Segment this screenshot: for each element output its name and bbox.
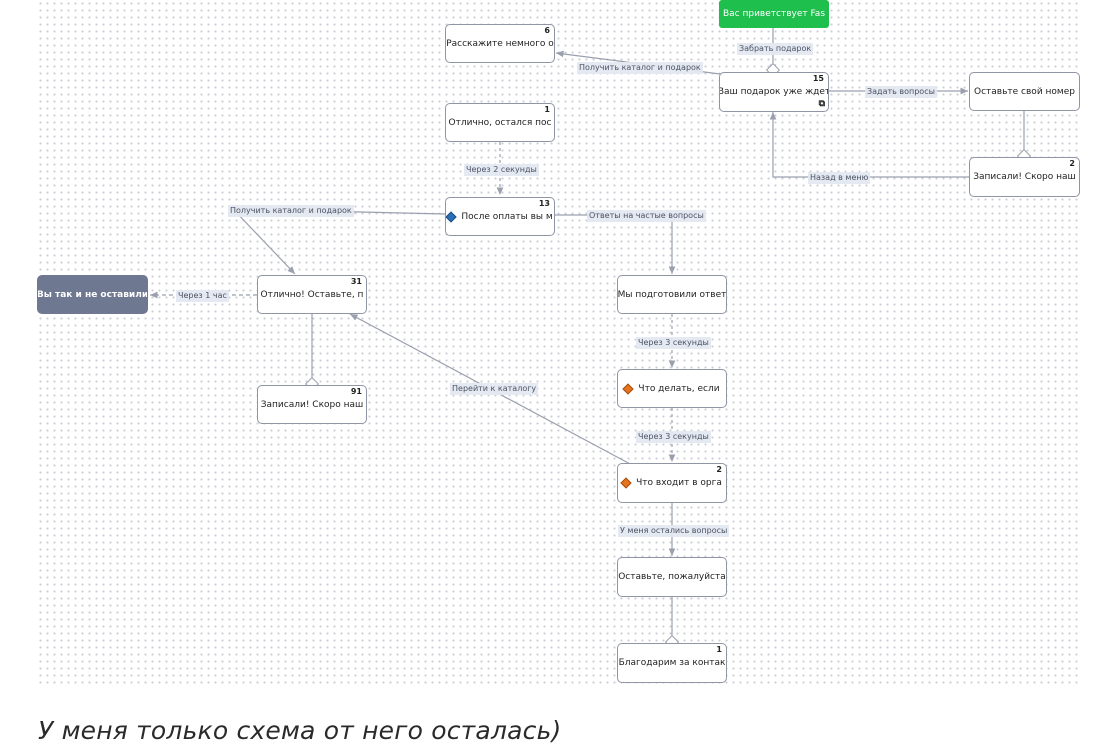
- node-thanks-contact[interactable]: 1 Благодарим за контак: [617, 643, 727, 683]
- edge-label-after-3-sec-b: Через 3 секунды: [636, 431, 711, 443]
- node-leave-please[interactable]: Оставьте, пожалуйста: [617, 557, 727, 597]
- blue-diamond-icon: [446, 210, 458, 223]
- node-gift-waiting[interactable]: 15 Ваш подарок уже ждет ⧉: [719, 72, 829, 112]
- edge-label-ask-questions: Задать вопросы: [865, 86, 937, 98]
- node-badge: 2: [716, 465, 722, 474]
- edge-recorded-gift: [769, 112, 970, 178]
- node-badge: 13: [538, 199, 550, 208]
- node-tell-more[interactable]: 6 Расскажите немного о: [445, 24, 555, 63]
- node-great-leave[interactable]: 31 Отлично! Оставьте, п: [257, 275, 367, 314]
- node-text: Вас приветствует Fas: [722, 9, 826, 19]
- edge-label-take-gift: Забрать подарок: [737, 43, 814, 55]
- edge-afterpayment-greatleave: [231, 208, 446, 275]
- node-after-payment[interactable]: 13 После оплаты вы м: [445, 197, 555, 236]
- node-leave-number[interactable]: Оставьте свой номер: [969, 72, 1080, 111]
- node-text: Записали! Скоро наш: [260, 399, 364, 410]
- edge-label-have-questions: У меня остались вопросы: [618, 525, 730, 537]
- node-text: Отлично! Оставьте, п: [260, 289, 364, 300]
- node-text: Мы подготовили ответ: [617, 289, 727, 300]
- node-badge: 91: [350, 387, 362, 396]
- node-what-to-do[interactable]: Что делать, если: [617, 369, 727, 408]
- node-never-left[interactable]: Вы так и не оставили: [37, 275, 148, 314]
- node-badge: 31: [350, 277, 362, 286]
- node-text: После оплаты вы м: [461, 211, 553, 222]
- node-recorded-right[interactable]: 2 Записали! Скоро наш: [969, 157, 1080, 197]
- orange-diamond-icon: [620, 477, 632, 489]
- node-badge: 1: [544, 105, 550, 114]
- node-whats-included[interactable]: 2 Что входит в орга: [617, 463, 727, 503]
- edge-label-get-catalog-left: Получить каталог и подарок: [228, 205, 354, 217]
- node-text: Что делать, если: [638, 383, 720, 394]
- edge-afterpayment-prepared: [555, 214, 676, 274]
- edge-label-back-to-menu: Назад в меню: [808, 172, 871, 184]
- edge-label-faq: Ответы на частые вопросы: [587, 210, 706, 222]
- orange-diamond-icon: [622, 382, 635, 395]
- caption: У меня только схема от него осталась): [38, 716, 562, 745]
- edge-label-after-2-sec: Через 2 секунды: [464, 164, 539, 176]
- edge-label-after-1-hour: Через 1 час: [176, 290, 229, 302]
- node-text: Ваш подарок уже ждет: [719, 87, 829, 97]
- node-text: Оставьте свой номер: [974, 86, 1075, 97]
- flow-canvas[interactable]: [37, 0, 1080, 686]
- node-text: Отлично, остался пос: [448, 117, 552, 128]
- node-welcome[interactable]: Вас приветствует Fas: [719, 0, 829, 28]
- edge-label-get-catalog-top: Получить каталог и подарок: [577, 62, 703, 74]
- node-great-left[interactable]: 1 Отлично, остался пос: [445, 103, 555, 142]
- node-text: Оставьте, пожалуйста: [618, 572, 726, 582]
- node-prepared-answer[interactable]: Мы подготовили ответ: [617, 275, 727, 314]
- node-badge: 15: [812, 74, 824, 83]
- node-badge: 1: [716, 645, 722, 654]
- node-text: Благодарим за контак: [618, 658, 726, 668]
- node-text: Расскажите немного о: [446, 38, 554, 49]
- node-badge: 2: [1069, 159, 1075, 168]
- edge-label-to-catalog: Перейти к каталогу: [450, 383, 539, 395]
- node-recorded-left[interactable]: 91 Записали! Скоро наш: [257, 385, 367, 424]
- edge-label-after-3-sec-a: Через 3 секунды: [636, 337, 711, 349]
- node-text: Записали! Скоро наш: [973, 172, 1076, 182]
- external-link-icon[interactable]: ⧉: [818, 99, 825, 109]
- node-badge: 6: [544, 26, 550, 35]
- node-text: Что входит в орга: [636, 478, 722, 488]
- node-text: Вы так и не оставили: [37, 289, 148, 300]
